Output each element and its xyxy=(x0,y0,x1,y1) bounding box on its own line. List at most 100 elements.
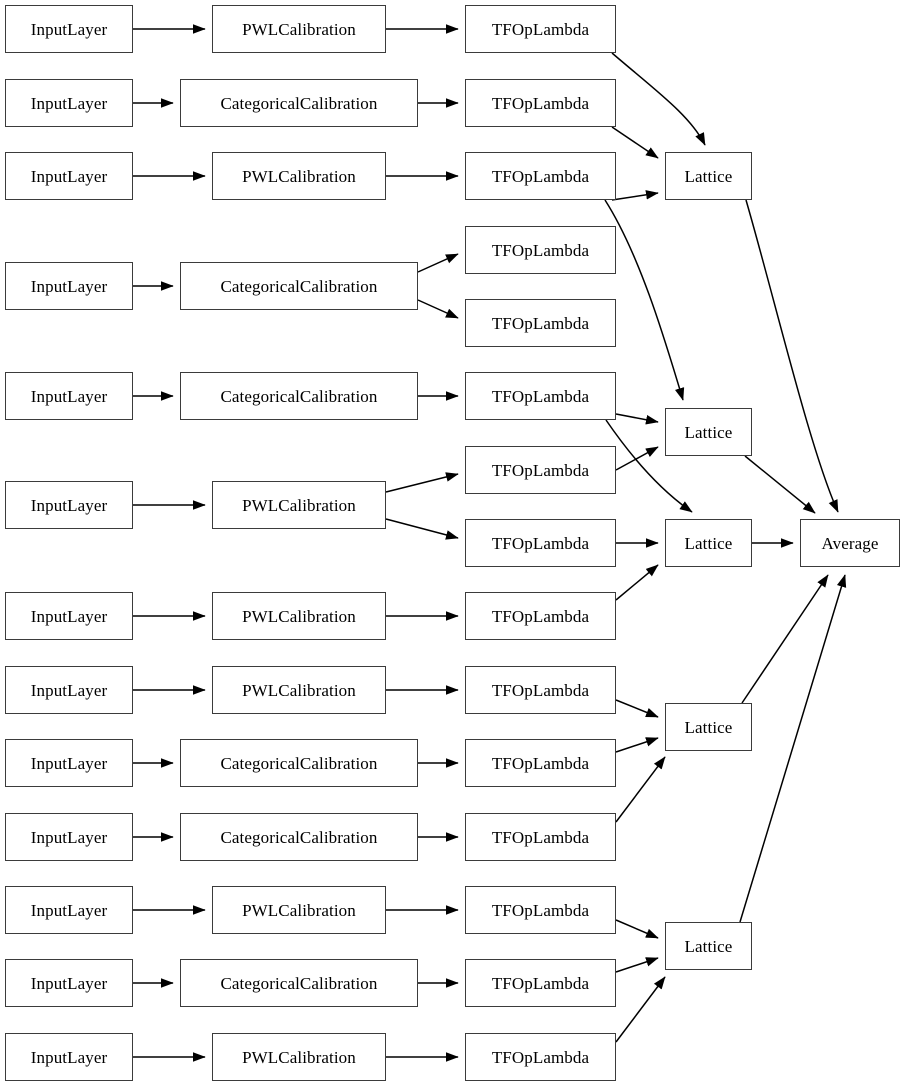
node-label: TFOpLambda xyxy=(491,19,590,39)
edge-tf10-to-lat4 xyxy=(615,699,659,718)
edge-tf13-to-lat5 xyxy=(615,919,659,939)
node-label: PWLCalibration xyxy=(242,19,356,39)
node-label: InputLayer xyxy=(30,900,108,920)
node-cal6[interactable]: PWLCalibration xyxy=(212,481,386,529)
node-label: InputLayer xyxy=(30,386,108,406)
node-cal7[interactable]: PWLCalibration xyxy=(212,592,386,640)
node-cal13[interactable]: PWLCalibration xyxy=(212,1033,386,1081)
node-lat2[interactable]: Lattice xyxy=(665,408,752,456)
node-label: PWLCalibration xyxy=(242,680,356,700)
node-label: InputLayer xyxy=(30,93,108,113)
node-in3[interactable]: InputLayer xyxy=(5,152,133,200)
node-tf10[interactable]: TFOpLambda xyxy=(465,666,616,714)
node-in1[interactable]: InputLayer xyxy=(5,5,133,53)
node-in6[interactable]: InputLayer xyxy=(5,481,133,529)
node-cal10[interactable]: CategoricalCalibration xyxy=(180,813,418,861)
node-label: CategoricalCalibration xyxy=(220,753,378,773)
edge-lat4-to-avg xyxy=(741,574,829,704)
node-label: Lattice xyxy=(684,717,733,737)
node-cal5[interactable]: CategoricalCalibration xyxy=(180,372,418,420)
node-in7[interactable]: InputLayer xyxy=(5,592,133,640)
node-tf4[interactable]: TFOpLambda xyxy=(465,226,616,274)
node-tf13[interactable]: TFOpLambda xyxy=(465,886,616,934)
node-tf15[interactable]: TFOpLambda xyxy=(465,1033,616,1081)
node-in2[interactable]: InputLayer xyxy=(5,79,133,127)
node-lat1[interactable]: Lattice xyxy=(665,152,752,200)
node-tf2[interactable]: TFOpLambda xyxy=(465,79,616,127)
node-label: InputLayer xyxy=(30,606,108,626)
node-label: TFOpLambda xyxy=(491,827,590,847)
edge-cal6-to-tf7 xyxy=(385,472,459,493)
edge-tf3-to-lat1 xyxy=(611,190,659,201)
edge-lat2-to-avg xyxy=(744,455,816,514)
node-in11[interactable]: InputLayer xyxy=(5,886,133,934)
node-label: InputLayer xyxy=(30,973,108,993)
node-in8[interactable]: InputLayer xyxy=(5,666,133,714)
node-lat4[interactable]: Lattice xyxy=(665,703,752,751)
node-in10[interactable]: InputLayer xyxy=(5,813,133,861)
node-label: TFOpLambda xyxy=(491,386,590,406)
node-in9[interactable]: InputLayer xyxy=(5,739,133,787)
node-cal8[interactable]: PWLCalibration xyxy=(212,666,386,714)
node-cal9[interactable]: CategoricalCalibration xyxy=(180,739,418,787)
node-tf14[interactable]: TFOpLambda xyxy=(465,959,616,1007)
edge-tf7-to-lat2 xyxy=(615,446,659,471)
node-tf9[interactable]: TFOpLambda xyxy=(465,592,616,640)
node-label: InputLayer xyxy=(30,680,108,700)
node-tf7[interactable]: TFOpLambda xyxy=(465,446,616,494)
node-label: PWLCalibration xyxy=(242,495,356,515)
node-tf6[interactable]: TFOpLambda xyxy=(465,372,616,420)
node-label: TFOpLambda xyxy=(491,93,590,113)
node-in4[interactable]: InputLayer xyxy=(5,262,133,310)
node-cal1[interactable]: PWLCalibration xyxy=(212,5,386,53)
node-in12[interactable]: InputLayer xyxy=(5,959,133,1007)
edge-tf6-to-lat2 xyxy=(615,413,659,425)
edge-cal4-to-tf5 xyxy=(417,299,459,319)
edge-tf15-to-lat5 xyxy=(615,976,666,1043)
node-lat3[interactable]: Lattice xyxy=(665,519,752,567)
node-cal4[interactable]: CategoricalCalibration xyxy=(180,262,418,310)
node-tf12[interactable]: TFOpLambda xyxy=(465,813,616,861)
node-label: CategoricalCalibration xyxy=(220,276,378,296)
node-cal2[interactable]: CategoricalCalibration xyxy=(180,79,418,127)
node-label: Lattice xyxy=(684,533,733,553)
node-tf8[interactable]: TFOpLambda xyxy=(465,519,616,567)
node-cal3[interactable]: PWLCalibration xyxy=(212,152,386,200)
node-label: PWLCalibration xyxy=(242,900,356,920)
node-label: TFOpLambda xyxy=(491,973,590,993)
node-label: InputLayer xyxy=(30,19,108,39)
edge-tf9-to-lat3 xyxy=(615,564,659,601)
node-label: InputLayer xyxy=(30,276,108,296)
node-label: Lattice xyxy=(684,936,733,956)
node-tf1[interactable]: TFOpLambda xyxy=(465,5,616,53)
edge-cal6-to-tf8 xyxy=(385,518,459,540)
edge-tf2-to-lat1 xyxy=(611,126,659,159)
node-lat5[interactable]: Lattice xyxy=(665,922,752,970)
node-avg[interactable]: Average xyxy=(800,519,900,567)
node-label: Lattice xyxy=(684,166,733,186)
node-tf3[interactable]: TFOpLambda xyxy=(465,152,616,200)
node-label: CategoricalCalibration xyxy=(220,386,378,406)
node-tf5[interactable]: TFOpLambda xyxy=(465,299,616,347)
node-label: PWLCalibration xyxy=(242,166,356,186)
node-cal12[interactable]: CategoricalCalibration xyxy=(180,959,418,1007)
node-label: TFOpLambda xyxy=(491,753,590,773)
node-label: TFOpLambda xyxy=(491,460,590,480)
edge-tf12-to-lat4 xyxy=(615,756,666,823)
node-tf11[interactable]: TFOpLambda xyxy=(465,739,616,787)
node-in13[interactable]: InputLayer xyxy=(5,1033,133,1081)
node-label: PWLCalibration xyxy=(242,1047,356,1067)
edge-lat1-to-avg xyxy=(745,199,839,513)
node-cal11[interactable]: PWLCalibration xyxy=(212,886,386,934)
node-label: TFOpLambda xyxy=(491,680,590,700)
node-label: CategoricalCalibration xyxy=(220,827,378,847)
node-in5[interactable]: InputLayer xyxy=(5,372,133,420)
edge-lat5-to-avg xyxy=(739,574,847,923)
edge-tf11-to-lat4 xyxy=(615,737,659,753)
node-label: InputLayer xyxy=(30,753,108,773)
node-label: TFOpLambda xyxy=(491,313,590,333)
node-label: InputLayer xyxy=(30,827,108,847)
node-label: TFOpLambda xyxy=(491,533,590,553)
